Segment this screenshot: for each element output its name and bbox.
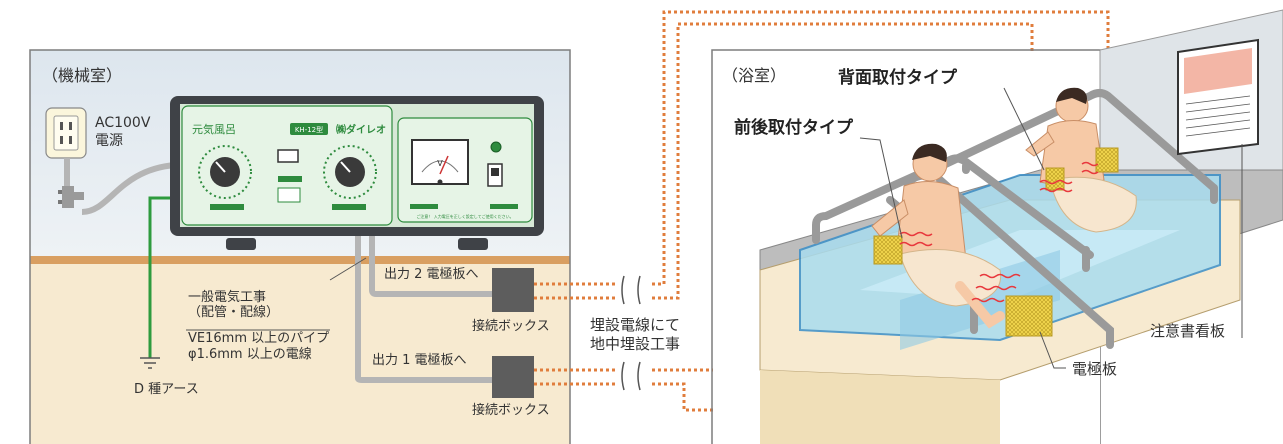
rear-heat-waves — [1039, 161, 1099, 193]
rear-electrode-left — [1045, 167, 1065, 191]
rear-electrode-right — [1095, 147, 1119, 173]
wiring-leader-line — [329, 257, 367, 281]
buried-cable-label-1: 埋設電線にて — [590, 316, 680, 334]
plug-icon — [58, 186, 84, 208]
conduit-output-1 — [355, 236, 492, 383]
junction-box-lower-label: 接続ボックス — [472, 402, 550, 418]
wiring-note-4: φ1.6mm 以上の電線 — [188, 346, 312, 362]
output-2-label: 出力 2 電極板へ — [384, 266, 479, 282]
outlet-label-voltage: AC100V — [95, 115, 151, 131]
device-maker: ㈱ダイレオ — [336, 123, 386, 136]
junction-box-upper — [492, 268, 534, 312]
outlet-label-power: 電源 — [95, 133, 123, 149]
earth-label: D 種アース — [134, 381, 199, 397]
front-electrode-right — [1005, 295, 1053, 337]
machine-room: （機械室） AC100V 電源 D 種アース — [29, 49, 571, 444]
bath-leader-lines — [859, 87, 1243, 369]
wiring-note-3: VE16mm 以上のパイプ — [188, 331, 329, 346]
device-caution: ご注意！ 入力電圧を正しく設定してご使用ください。 — [416, 213, 513, 219]
conduit-output-2 — [369, 236, 492, 297]
ground-strip — [30, 256, 570, 264]
front-electrode-left — [873, 235, 903, 265]
power-cord — [64, 158, 176, 215]
person-front — [871, 143, 1005, 329]
bathroom-title: （浴室） — [722, 66, 786, 85]
device-model: KH-12型 — [295, 125, 323, 134]
buried-cable-label-2: 地中埋設工事 — [590, 335, 680, 353]
voltmeter: V — [411, 139, 469, 185]
junction-box-upper-label: 接続ボックス — [472, 318, 550, 334]
control-device: 元気風呂 KH-12型 ㈱ダイレオ — [170, 96, 544, 250]
meter-unit: V — [437, 159, 443, 168]
right-dial — [323, 145, 377, 199]
cable-break-marks — [621, 275, 641, 391]
wiring-note-1: 一般電気工事 — [188, 289, 266, 305]
earth-wire — [148, 196, 178, 358]
power-outlet — [45, 107, 87, 159]
notice-board — [1177, 38, 1259, 156]
electrode-label: 電極板 — [1072, 360, 1117, 378]
junction-box-lower — [492, 356, 534, 398]
bathroom: （浴室） 背面取付タイプ 前後取付タイプ 注意書看板 電極板 — [711, 9, 1283, 444]
ground-symbol-icon — [140, 357, 160, 369]
rear-type-label: 背面取付タイプ — [838, 67, 958, 88]
power-lamp — [490, 141, 502, 153]
device-brand: 元気風呂 — [192, 122, 236, 136]
front-back-type-label: 前後取付タイプ — [734, 117, 854, 138]
wiring-note-2: （配管・配線） — [188, 304, 279, 320]
notice-board-label: 注意書看板 — [1150, 322, 1225, 340]
tub-front-side — [760, 370, 1000, 444]
left-dial — [198, 145, 252, 199]
front-heat-waves — [899, 231, 1021, 303]
mode-switch — [277, 149, 299, 163]
machine-room-border — [29, 49, 571, 444]
output-1-label: 出力 1 電極板へ — [372, 352, 467, 368]
machine-room-title: （機械室） — [42, 66, 122, 85]
